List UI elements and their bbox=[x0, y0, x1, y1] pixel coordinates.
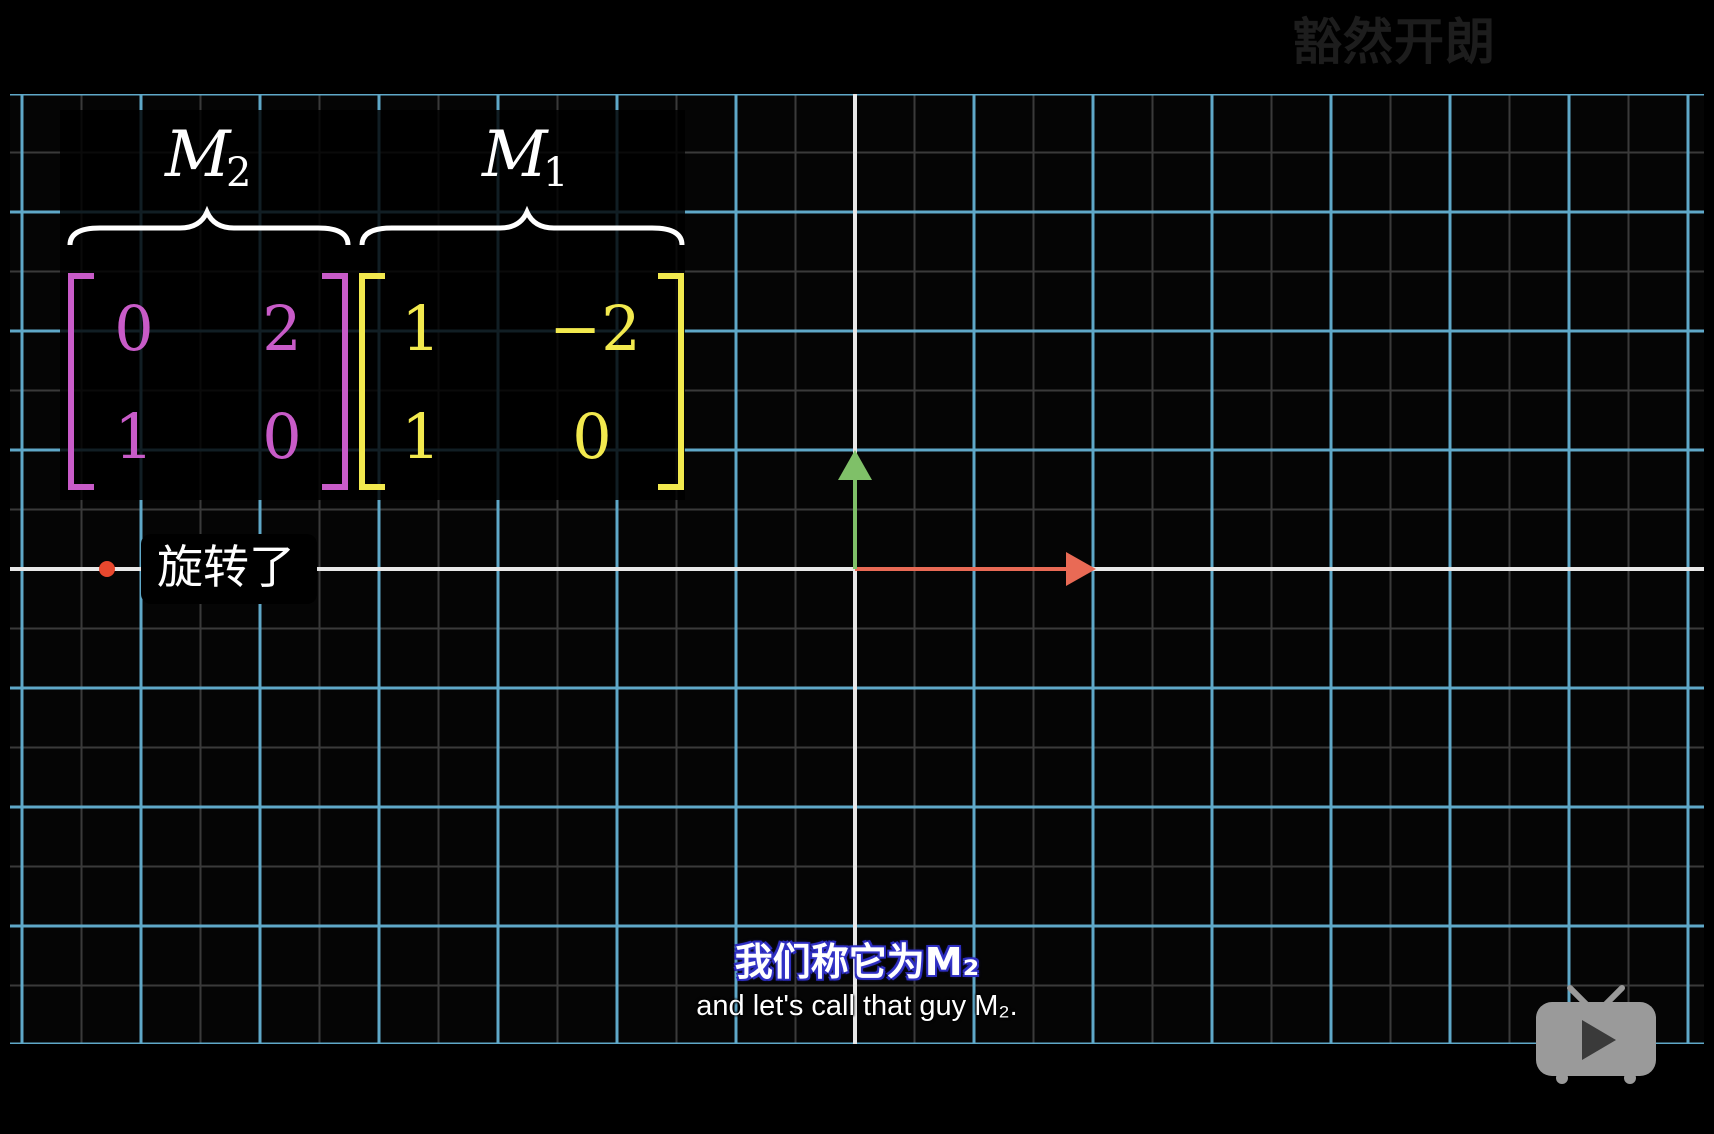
m1-brace-icon bbox=[359, 205, 685, 246]
m2-entry-r2c1: 1 bbox=[114, 400, 153, 473]
m1-entry-r1c1: 1 bbox=[401, 292, 440, 365]
m1-left-bracket-icon bbox=[359, 273, 385, 490]
note-marker-icon bbox=[99, 561, 115, 577]
m2-entry-r1c1: 0 bbox=[114, 292, 153, 365]
equation-backdrop bbox=[60, 110, 685, 500]
m1-label: M bbox=[481, 118, 549, 192]
i-hat-arrowhead-icon bbox=[1066, 552, 1096, 586]
subtitle-chinese: 我们称它为M₂ bbox=[734, 940, 980, 984]
m1-label-subscript: 1 bbox=[543, 150, 568, 196]
subtitle-english: and let's call that guy M₂. bbox=[696, 989, 1018, 1022]
m2-label: M bbox=[164, 118, 232, 192]
basis-vectors bbox=[838, 450, 1096, 586]
m2-brace-icon bbox=[67, 205, 351, 246]
j-hat-arrowhead-icon bbox=[838, 450, 872, 480]
subtitle-panel: 我们称它为M₂ and let's call that guy M₂. bbox=[0, 940, 1714, 1023]
m2-entry-r2c2: 0 bbox=[262, 400, 301, 473]
m2-label-subscript: 2 bbox=[226, 150, 251, 196]
annotation-note[interactable]: 旋转了 bbox=[99, 533, 317, 605]
m1-entry-r1c2: −2 bbox=[549, 292, 640, 365]
m2-right-bracket-icon bbox=[322, 273, 348, 490]
m1-entry-r2c1: 1 bbox=[401, 400, 440, 473]
m2-left-bracket-icon bbox=[68, 273, 94, 490]
m1-entry-r2c2: 0 bbox=[572, 400, 611, 473]
channel-watermark: 豁然开朗 bbox=[1292, 13, 1496, 71]
m2-entry-r1c2: 2 bbox=[262, 292, 301, 365]
bilibili-tv-play-icon[interactable] bbox=[1532, 982, 1660, 1086]
m1-right-bracket-icon bbox=[658, 273, 684, 490]
note-text: 旋转了 bbox=[141, 534, 317, 604]
